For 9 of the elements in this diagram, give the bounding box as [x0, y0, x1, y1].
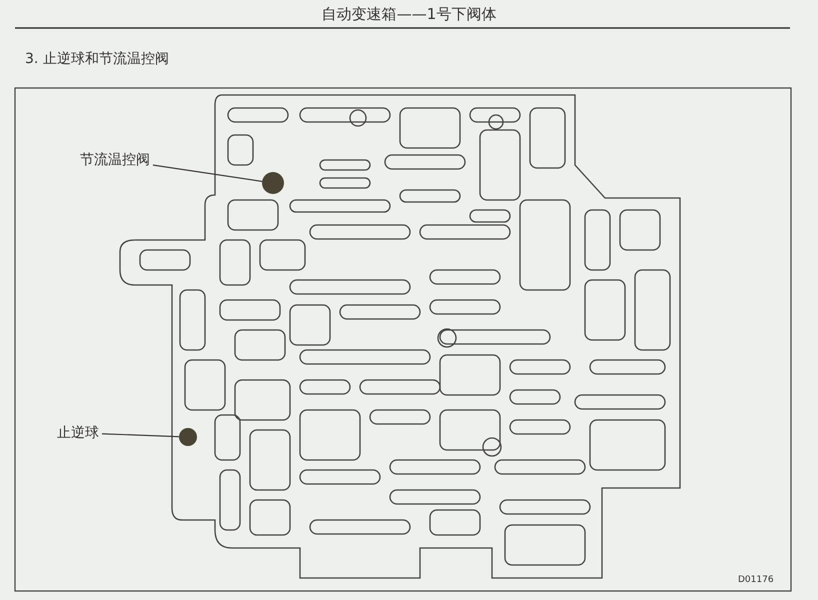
section-heading: 3. 止逆球和节流温控阀 [25, 50, 169, 68]
ball-symbol [262, 172, 284, 194]
figure-code: D01176 [738, 575, 774, 585]
leader-line [102, 433, 180, 438]
ball-symbol [179, 428, 197, 446]
callout-label: 止逆球 [57, 424, 99, 442]
leader-line [152, 164, 262, 182]
callout-label: 节流温控阀 [80, 151, 150, 169]
header-title: 自动变速箱——1号下阀体 [320, 5, 498, 24]
